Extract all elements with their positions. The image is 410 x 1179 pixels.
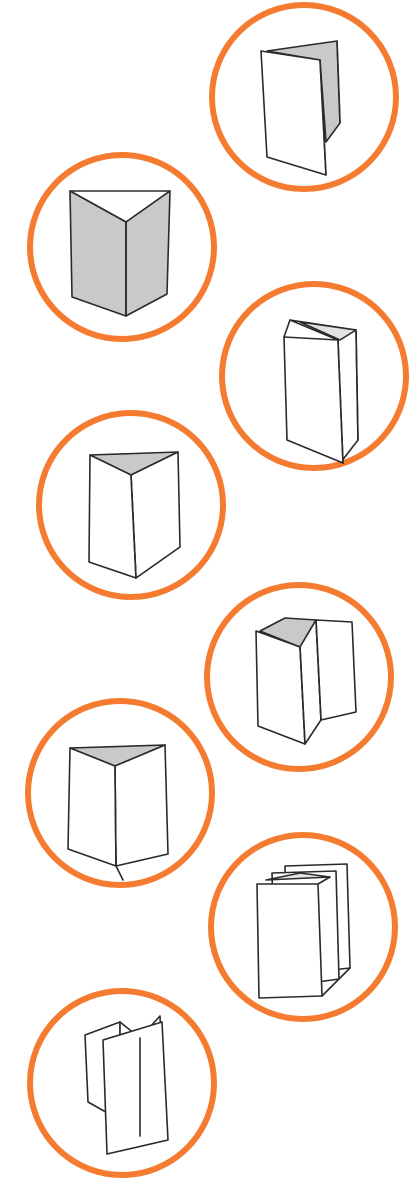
fold-option-zigzag-fold[interactable] [27, 988, 217, 1178]
zigzag-fold-icon [84, 1015, 169, 1155]
z-fold-icon [255, 617, 357, 745]
fold-option-tri-fold[interactable] [36, 410, 226, 600]
option-ring [27, 988, 217, 1178]
open-half-fold-icon [69, 190, 171, 317]
fold-option-z-fold[interactable] [204, 582, 394, 772]
option-ring [209, 2, 399, 192]
half-fold-icon [260, 40, 341, 176]
multi-panel-accordion-fold-icon [256, 863, 351, 999]
option-ring [25, 698, 215, 888]
tri-fold-icon [88, 451, 181, 579]
option-ring [36, 410, 226, 600]
fold-option-half-fold[interactable] [209, 2, 399, 192]
fold-option-multi-panel-accordion-fold[interactable] [208, 832, 398, 1022]
accordion-fold-icon [283, 319, 359, 464]
option-ring [208, 832, 398, 1022]
roll-fold-icon [67, 744, 169, 881]
option-ring [27, 152, 217, 342]
fold-option-open-half-fold[interactable] [27, 152, 217, 342]
option-ring [219, 281, 409, 471]
fold-option-roll-fold[interactable] [25, 698, 215, 888]
fold-option-accordion-fold[interactable] [219, 281, 409, 471]
option-ring [204, 582, 394, 772]
